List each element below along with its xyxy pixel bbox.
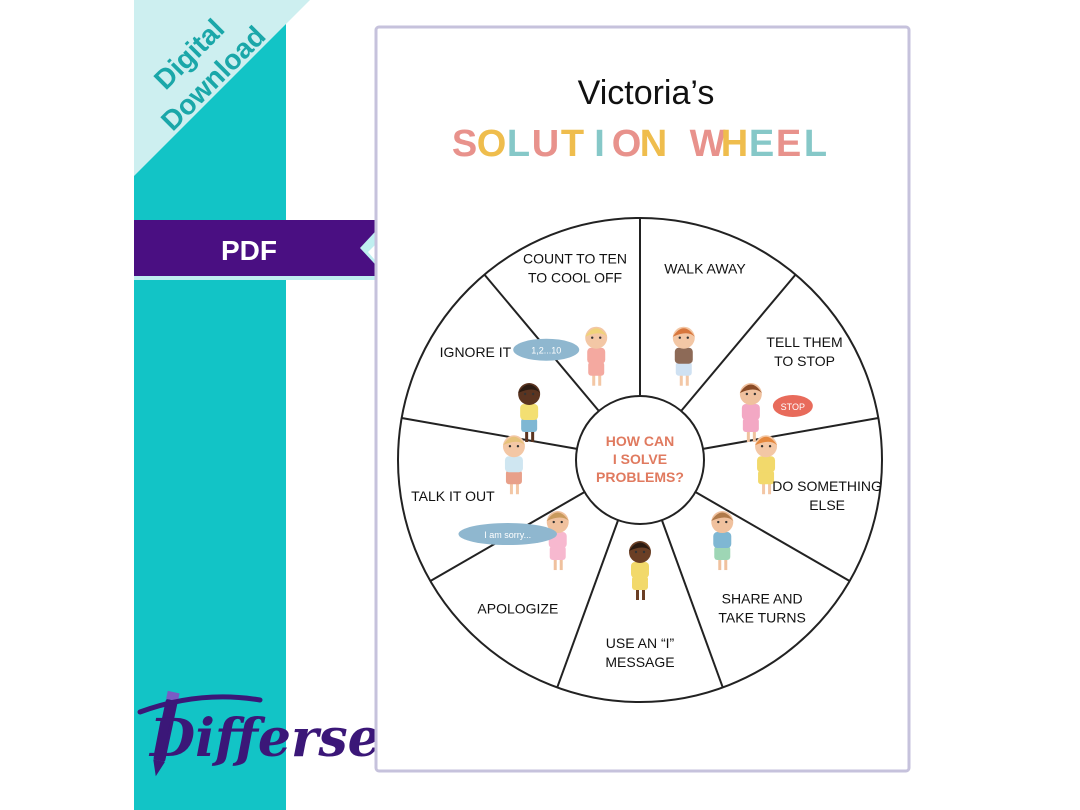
wheel-divider [694,491,851,582]
subtitle-letter: T [561,123,584,165]
speech-bubble-text: STOP [781,402,805,412]
speech-bubble: STOP [772,395,813,417]
wheel-hub [575,395,705,525]
segment-label-line: TO STOP [774,353,835,369]
hub-question-line: HOW CAN [606,433,674,449]
wheel-divider [702,416,879,450]
segment-label: IGNORE IT [440,344,512,360]
wheel-divider [556,519,620,688]
wheel-divider [680,273,797,412]
segment-label-line: TALK IT OUT [411,488,495,504]
differse-logo: Differse [137,690,381,777]
pencil-icon [153,690,180,777]
segment-label-line: SHARE AND [722,591,803,607]
hub-question-line: PROBLEMS? [596,469,684,485]
segment-label-line: APOLOGIZE [477,601,558,617]
poster-title: Victoria’s [578,74,715,112]
subtitle-letter: S [452,123,477,165]
segment-label: SHARE AND TAKE TURNS [718,591,805,626]
child-illustration-icon [711,511,734,571]
speech-bubble: I am sorry... [458,523,557,546]
segment-label-line: WALK AWAY [664,260,746,276]
subtitle-letter: W [690,123,726,165]
subtitle-letter: O [477,123,507,165]
pdf-tag-label: PDF [221,235,277,266]
logo-swoosh-icon [137,694,263,715]
segment-label: DO SOMETHING ELSE [772,478,882,513]
segment-label-line: USE AN “I” [606,635,675,651]
segment-label: COUNT TO TEN TO COOL OFF [523,250,627,285]
subtitle-letter: L [804,123,827,165]
child-illustration-icon [546,511,569,571]
child-illustration-icon [518,383,541,442]
segment-label-line: TO COOL OFF [528,269,622,285]
segment-label-line: TAKE TURNS [718,610,805,626]
subtitle-letter: O [612,123,642,165]
child-illustration-icon [739,383,762,442]
child-illustration-icon [672,326,695,386]
pdf-format-tag [134,220,386,276]
hub-question-line: I SOLVE [613,451,667,467]
solution-wheel: STOP I am sorry... 1,2...10 WALK AWAY TELL … [397,217,883,703]
digital-download-ribbon [134,0,310,176]
wheel-divider [660,519,724,688]
subtitle-letter: H [721,123,748,165]
segment-label-line: ELSE [809,497,845,513]
wheel-divider [401,416,578,450]
child-illustration-icon [502,435,525,495]
segment-label: USE AN “I” MESSAGE [605,635,674,670]
segment-label-line: TELL THEM [766,334,842,350]
hub-question: HOW CAN I SOLVE PROBLEMS? [596,433,684,485]
segment-label: TELL THEM TO STOP [766,334,842,369]
speech-bubble-text: I am sorry... [484,530,531,540]
child-illustration-icon [629,541,651,600]
subtitle-letter: N [640,123,667,165]
segment-label-line: MESSAGE [605,654,674,670]
subtitle-letter: E [776,123,801,165]
segment-label: WALK AWAY [664,260,746,276]
speech-bubble-text: 1,2...10 [531,346,561,356]
child-illustration-icon [585,326,608,386]
logo-wordmark: Differse [148,708,381,769]
child-illustration-icon [755,435,778,495]
segment-label: APOLOGIZE [477,601,558,617]
segment-label-line: COUNT TO TEN [523,250,627,266]
segment-label: TALK IT OUT [411,488,495,504]
subtitle-letter: L [507,123,530,165]
segment-label-line: IGNORE IT [440,344,512,360]
segment-label-line: DO SOMETHING [772,478,882,494]
subtitle-letter: I [594,123,605,165]
subtitle-letter: E [749,123,774,165]
subtitle-letter: U [532,123,559,165]
speech-bubble: 1,2...10 [513,338,580,361]
